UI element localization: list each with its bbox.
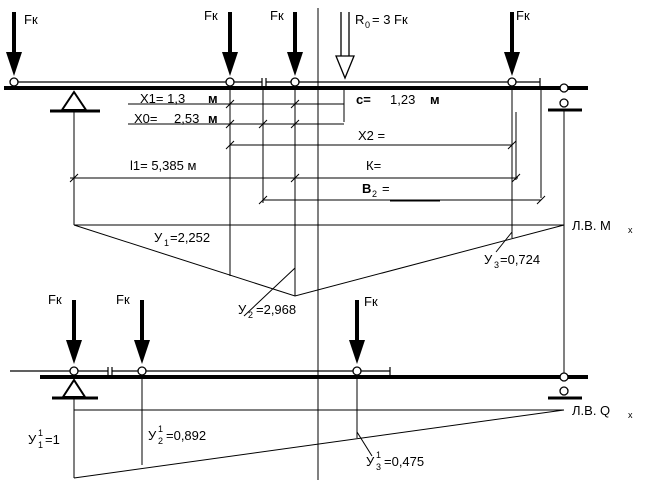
svg-text:=0,724: =0,724 xyxy=(500,252,540,267)
label-c: c= 1,23 м xyxy=(356,92,440,107)
svg-text:3: 3 xyxy=(494,260,499,270)
svg-text:X1= 1,3: X1= 1,3 xyxy=(140,91,185,106)
svg-text:У: У xyxy=(366,454,375,469)
svg-text:1: 1 xyxy=(376,450,381,460)
resultant-arrow xyxy=(335,12,355,80)
svg-text:1: 1 xyxy=(38,428,43,438)
svg-text:м: м xyxy=(430,92,440,107)
resultant-label: R 0 = 3 Fк xyxy=(355,12,408,30)
dim-b2 xyxy=(258,195,546,205)
svg-text:= 3 Fк: = 3 Fк xyxy=(372,12,408,27)
svg-text:0: 0 xyxy=(365,20,370,30)
svg-text:=2,252: =2,252 xyxy=(170,230,210,245)
label-x1: X1= 1,3 м xyxy=(140,91,218,106)
svg-text:м: м xyxy=(208,91,218,106)
svg-text:=2,968: =2,968 xyxy=(256,302,296,317)
label-x2: X2 = xyxy=(358,128,385,143)
force-label-2: Fк xyxy=(204,8,218,23)
svg-text:м: м xyxy=(208,111,218,126)
svg-text:R: R xyxy=(355,12,364,27)
force-label-1: Fк xyxy=(24,12,38,27)
svg-text:=0,475: =0,475 xyxy=(384,454,424,469)
bottom-force-label-3: Fк xyxy=(364,294,378,309)
qx-influence-line xyxy=(73,409,565,479)
svg-text:У: У xyxy=(28,432,37,447)
bottom-force-arrow-3 xyxy=(349,300,365,376)
svg-text:3: 3 xyxy=(376,462,381,472)
bottom-y3-leader xyxy=(356,431,373,457)
svg-text:c=: c= xyxy=(356,92,371,107)
svg-text:B: B xyxy=(362,181,371,196)
svg-text:У: У xyxy=(148,428,157,443)
svg-text:2: 2 xyxy=(248,310,253,320)
force-arrow-4 xyxy=(504,12,520,87)
force-label-4: Fк xyxy=(516,8,530,23)
ordinate-y3: У 3 =0,724 xyxy=(484,252,540,270)
ordinate-y2: У 2 =2,968 xyxy=(238,302,296,320)
y2-leader xyxy=(243,267,296,317)
svg-text:1,23: 1,23 xyxy=(390,92,415,107)
label-x0: X0= 2,53 м xyxy=(134,111,218,126)
svg-text:У: У xyxy=(154,230,163,245)
mx-label: Л.В. М x xyxy=(572,218,633,235)
svg-text:=: = xyxy=(382,181,390,196)
label-b2: B 2 = xyxy=(362,181,390,199)
svg-text:Л.В. Q: Л.В. Q xyxy=(572,403,610,418)
dim-l1 xyxy=(69,173,521,183)
svg-text:2: 2 xyxy=(158,436,163,446)
force-arrow-2 xyxy=(222,12,238,87)
svg-text:x: x xyxy=(628,410,633,420)
bottom-force-label-1: Fк xyxy=(48,292,62,307)
bottom-ordinate-y2: У 1 2 =0,892 xyxy=(148,424,206,446)
svg-text:2: 2 xyxy=(372,189,377,199)
label-l1: l1= 5,385 м xyxy=(130,158,196,173)
svg-text:1: 1 xyxy=(38,440,43,450)
dim-x0 xyxy=(128,119,344,129)
svg-text:У: У xyxy=(238,302,247,317)
svg-text:X0=: X0= xyxy=(134,111,158,126)
svg-text:x: x xyxy=(628,225,633,235)
bottom-force-arrow-1 xyxy=(66,300,82,376)
bottom-ordinate-y3: У 1 3 =0,475 xyxy=(366,450,424,472)
svg-text:1: 1 xyxy=(164,238,169,248)
dim-x2 xyxy=(225,140,517,150)
bottom-ordinate-y1: У 1 1 =1 xyxy=(28,428,60,450)
svg-text:2,53: 2,53 xyxy=(174,111,199,126)
bottom-force-arrow-2 xyxy=(134,300,150,376)
ordinate-y1: У 1 =2,252 xyxy=(154,230,210,248)
y3-leader xyxy=(495,231,513,253)
mx-influence-line xyxy=(73,224,565,297)
svg-text:1: 1 xyxy=(158,424,163,434)
svg-text:Л.В. М: Л.В. М xyxy=(572,218,611,233)
force-label-3: Fк xyxy=(270,8,284,23)
label-k: К= xyxy=(366,158,381,173)
svg-text:=0,892: =0,892 xyxy=(166,428,206,443)
bottom-force-label-2: Fк xyxy=(116,292,130,307)
force-arrow-3 xyxy=(287,12,303,87)
dim-x1 xyxy=(128,99,344,109)
bottom-left-support xyxy=(52,378,98,400)
force-arrow-1 xyxy=(6,12,22,87)
svg-text:У: У xyxy=(484,252,493,267)
svg-text:=1: =1 xyxy=(45,432,60,447)
left-support xyxy=(50,90,100,113)
right-support xyxy=(548,83,582,112)
qx-label: Л.В. Q x xyxy=(572,403,633,420)
